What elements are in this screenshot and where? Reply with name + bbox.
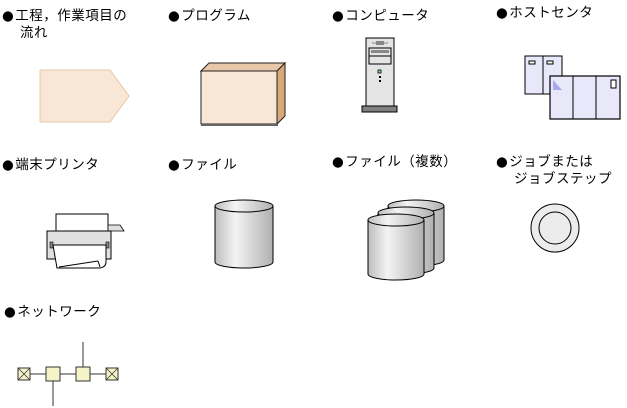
bullet-icon: ●: [332, 8, 345, 24]
label-computer: ●コンピュータ: [332, 8, 429, 25]
label-terminal-printer: ●端末プリンタ: [2, 157, 99, 174]
label-line: ジョブステップ: [514, 171, 612, 187]
bullet-icon: ●: [2, 157, 15, 173]
network-terminator-left: [17, 367, 31, 381]
label-line: ジョブまたは: [509, 154, 594, 170]
bullet-icon: ●: [4, 304, 17, 320]
bullet-icon: ●: [168, 8, 181, 24]
process-flow-arrow-icon: [38, 68, 132, 124]
label-process-flow: ●工程，作業項目の 流れ: [2, 8, 127, 42]
label-multiple-files: ●ファイル（複数）: [332, 154, 457, 171]
label-job: ●ジョブまたは ジョブステップ: [496, 154, 612, 188]
printer-icon: [44, 212, 128, 274]
label-line: ファイル: [181, 157, 238, 173]
label-line: 流れ: [20, 25, 48, 41]
label-line: 工程，作業項目の: [15, 8, 128, 24]
program-box-icon: [198, 60, 288, 130]
label-line: ネットワーク: [17, 304, 102, 320]
bullet-icon: ●: [2, 8, 15, 24]
host-center-icon: [522, 52, 624, 124]
label-line: プログラム: [181, 8, 251, 24]
network-terminator-right: [105, 367, 119, 381]
computer-tower-icon: [360, 36, 412, 116]
multiple-files-cylinder-icon: [365, 198, 451, 282]
label-host-center: ●ホストセンタ: [496, 5, 593, 22]
label-program: ●プログラム: [168, 8, 251, 25]
network-icon: [14, 338, 124, 408]
label-network: ●ネットワーク: [4, 304, 101, 321]
label-line: コンピュータ: [345, 8, 430, 24]
label-line: ホストセンタ: [509, 5, 594, 21]
bullet-icon: ●: [168, 157, 181, 173]
bullet-icon: ●: [496, 5, 509, 21]
label-line: 端末プリンタ: [15, 157, 100, 173]
label-file: ●ファイル: [168, 157, 237, 174]
job-circle-icon: [529, 202, 581, 254]
bullet-icon: ●: [496, 154, 509, 170]
file-cylinder-icon: [212, 198, 276, 272]
bullet-icon: ●: [332, 154, 345, 170]
label-line: ファイル（複数）: [345, 154, 458, 170]
